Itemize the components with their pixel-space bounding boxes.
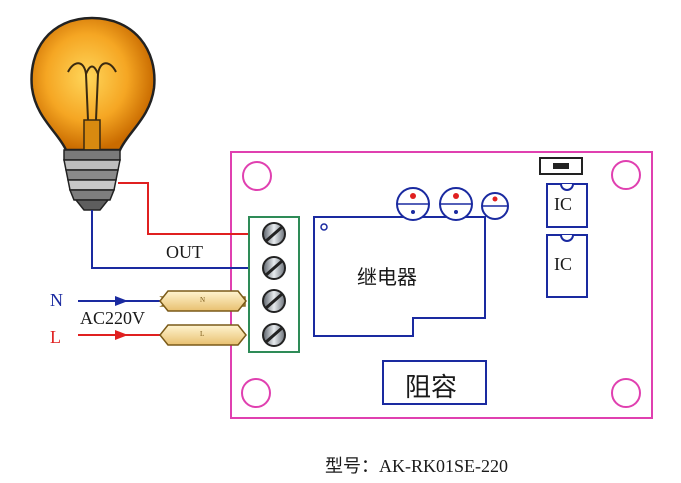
relay-outline	[313, 216, 486, 337]
plug-l-label: L	[200, 330, 205, 338]
mounting-hole	[242, 161, 272, 191]
potentiometer-icon	[396, 187, 430, 221]
l-arrow-icon	[115, 330, 128, 340]
plug-n-label: N	[200, 296, 206, 304]
wires	[78, 182, 274, 336]
light-bulb-icon	[30, 16, 156, 211]
ic-top-label: IC	[554, 194, 572, 214]
l-label: L	[50, 327, 61, 347]
relay-pin1-marker	[320, 223, 328, 231]
mounting-hole	[611, 160, 641, 190]
ic-chip-icon	[546, 234, 588, 298]
rc-label: 阻容	[405, 373, 458, 403]
screw-terminal-icon	[262, 256, 286, 280]
mounting-holes	[241, 160, 641, 408]
screw-terminal-icon	[262, 289, 286, 313]
relay-label: 继电器	[357, 265, 417, 289]
ic-bottom-label: IC	[554, 254, 572, 274]
screw-terminal-icon	[262, 323, 286, 347]
n-arrow-icon	[115, 296, 128, 306]
model-label: 型号：AK-RK01SE-220	[325, 456, 508, 476]
ic-chip-icon	[546, 183, 588, 228]
out-wire-red	[118, 182, 274, 235]
n-plug	[159, 290, 247, 312]
mounting-hole	[611, 378, 641, 408]
out-label: OUT	[166, 242, 203, 262]
relay-board	[230, 151, 653, 419]
potentiometers	[396, 187, 509, 221]
potentiometer-icon	[439, 187, 473, 221]
rc-component	[382, 360, 487, 405]
screw-terminals	[262, 222, 286, 347]
screw-terminal-icon	[262, 222, 286, 246]
l-plug	[159, 324, 247, 346]
jumper-component-body	[553, 163, 569, 169]
out-wire-blue	[91, 210, 274, 269]
voltage-label: AC220V	[80, 308, 146, 328]
mounting-hole	[241, 378, 271, 408]
n-label: N	[50, 290, 63, 310]
led-icon	[481, 192, 509, 220]
